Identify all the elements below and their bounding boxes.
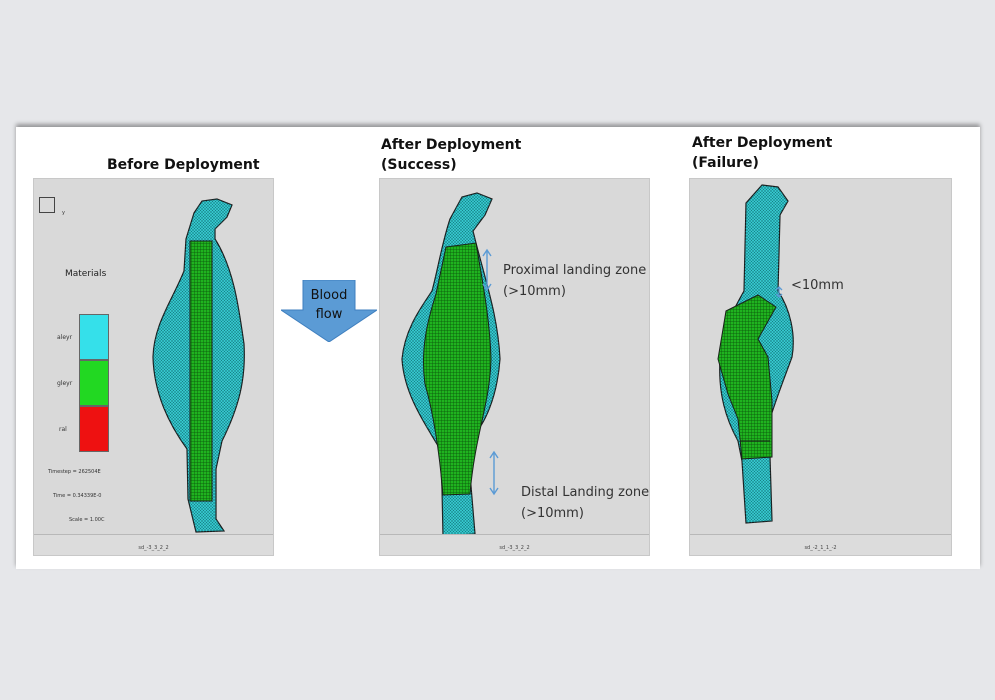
distal-zone-label: Distal Landing zone (>10mm) xyxy=(521,482,649,524)
panel-footer-id-success: sd_-3_3_2_2 xyxy=(499,545,530,551)
panel-footer-before: sd_-3_3_2_2 xyxy=(34,534,273,555)
legend-label-gleyr: gleyr xyxy=(57,380,73,387)
blood-flow-label: Blood flow xyxy=(281,286,377,324)
distal-zone-line1: Distal Landing zone xyxy=(521,485,650,500)
panel-title-success: After Deployment (Success) xyxy=(381,135,521,175)
blood-flow-line1: Blood xyxy=(310,288,348,303)
axis-triad-icon xyxy=(39,197,55,213)
panel-footer-failure: sd_-2_1_1_-2 xyxy=(690,534,951,555)
panel-before: y Materials aleyr gleyr ral Timestep = 2… xyxy=(33,178,274,556)
legend-swatch-gleyr xyxy=(79,360,109,406)
panel-footer-success: sd_-3_3_2_2 xyxy=(380,534,649,555)
blood-flow-line2: flow xyxy=(315,307,343,322)
legend-title: Materials xyxy=(65,269,107,279)
vessel-mesh-success xyxy=(401,192,501,537)
timestep-readout: Timestep = 262504E xyxy=(48,469,101,475)
failure-gap-arrow-icon xyxy=(775,286,783,298)
proximal-zone-line1: Proximal landing zone xyxy=(503,263,647,278)
distal-zone-arrow-icon xyxy=(489,450,499,496)
panel-title-failure: After Deployment (Failure) xyxy=(692,133,832,173)
panel-failure: sd_-2_1_1_-2 xyxy=(689,178,952,556)
legend-label-aleyr: aleyr xyxy=(57,334,73,341)
vessel-mesh-before xyxy=(152,198,245,533)
axis-triad-label: y xyxy=(62,210,65,216)
panel-title-failure-line2: (Failure) xyxy=(692,155,759,171)
vessel-mesh-failure xyxy=(717,184,794,524)
legend-swatch-aleyr xyxy=(79,314,109,360)
failure-gap-label: <10mm xyxy=(791,278,844,293)
time-readout: Time = 0.34339E-0 xyxy=(53,493,102,499)
panel-success: sd_-3_3_2_2 xyxy=(379,178,650,556)
panel-footer-id-failure: sd_-2_1_1_-2 xyxy=(804,545,837,551)
proximal-zone-label: Proximal landing zone (>10mm) xyxy=(503,260,646,302)
legend-swatch-ral xyxy=(79,406,109,452)
proximal-zone-line2: (>10mm) xyxy=(503,284,566,299)
panel-title-failure-line1: After Deployment xyxy=(692,135,833,151)
panel-title-success-line2: (Success) xyxy=(381,157,457,173)
scale-readout: Scale = 1.00C xyxy=(69,517,105,523)
panel-title-before: Before Deployment xyxy=(107,157,260,173)
distal-zone-line2: (>10mm) xyxy=(521,506,584,521)
proximal-zone-arrow-icon xyxy=(482,248,492,292)
blood-flow-arrow-icon xyxy=(281,280,377,342)
legend-label-ral: ral xyxy=(59,426,67,433)
panel-title-success-line1: After Deployment xyxy=(381,137,522,153)
panel-footer-id-before: sd_-3_3_2_2 xyxy=(138,545,169,551)
